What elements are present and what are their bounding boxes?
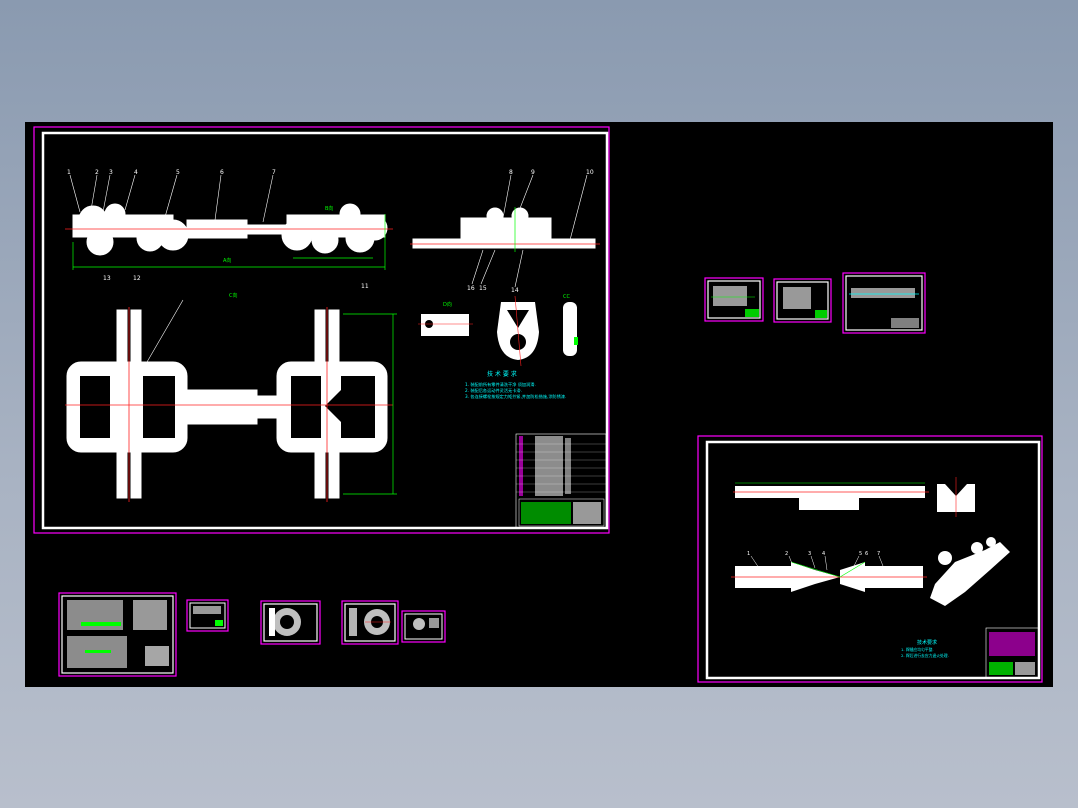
svg-text:1. 焊缝应均匀平整.: 1. 焊缝应均匀平整. [901,647,934,652]
svg-text:7: 7 [272,169,276,176]
svg-text:4: 4 [134,169,138,176]
beam-section [937,477,975,517]
svg-text:D向: D向 [443,301,452,308]
small-sheet-1[interactable] [704,277,764,322]
small-sheet-5[interactable] [186,599,229,632]
plan-view-cutouts [80,376,375,438]
svg-text:3. 各连接螺栓按规定力矩拧紧,并加防松措施,涂防锈漆.: 3. 各连接螺栓按规定力矩拧紧,并加防松措施,涂防锈漆. [465,393,566,400]
svg-text:2. 装配后各运动件灵活无卡滞.: 2. 装配后各运动件灵活无卡滞. [465,387,522,394]
svg-text:技 术 要 求: 技 术 要 求 [487,370,517,378]
beam-plan [735,562,923,592]
svg-text:10: 10 [586,169,594,176]
cad-drawing: 1 2 3 4 5 6 7 A向 B向 C向 13 12 11 [33,126,1043,683]
svg-text:3: 3 [109,169,113,176]
small-sheet-4[interactable] [58,592,177,677]
svg-text:4: 4 [822,551,825,557]
detail-view-d: D向 [418,301,473,336]
second-callouts: 1 2 3 4 5 6 7 [747,551,880,557]
detail-link-plate [497,295,539,367]
callouts-top: 1 2 3 4 5 6 7 [67,169,276,176]
side-view-dimensions [72,214,386,270]
svg-text:CC: CC [563,294,570,300]
svg-text:14: 14 [511,287,519,294]
svg-text:3: 3 [808,551,811,557]
detail-pin: CC [563,294,578,356]
view-label-c: C向 [229,292,238,299]
svg-text:5: 5 [859,551,862,557]
end-view-assembly [412,207,596,249]
svg-text:6: 6 [220,169,224,176]
second-technical-notes: 技术要求 1. 焊缝应均匀平整. 2. 焊后进行去应力退火处理. [901,639,949,658]
model-space-canvas[interactable]: 1 2 3 4 5 6 7 A向 B向 C向 13 12 11 [25,122,1053,687]
side-view-assembly [72,203,388,256]
leader-lines [69,174,274,223]
svg-text:7: 7 [877,551,880,557]
svg-text:15: 15 [479,285,487,292]
small-sheet-2[interactable] [773,278,832,323]
second-title-block [985,627,1040,679]
technical-notes: 技 术 要 求 1. 装配前所有零件清洗干净 须加润滑. 2. 装配后各运动件灵… [465,370,566,400]
svg-text:1: 1 [67,169,71,176]
main-drawing-sheet[interactable]: 1 2 3 4 5 6 7 A向 B向 C向 13 12 11 [33,126,610,534]
callouts-right: 8 9 10 16 15 14 [467,169,594,294]
svg-text:5: 5 [176,169,180,176]
second-drawing-sheet[interactable]: 1 2 3 4 5 6 7 技术要求 1. 焊缝应均匀平整. 2. 焊后进行去应… [697,435,1043,683]
svg-text:2. 焊后进行去应力退火处理.: 2. 焊后进行去应力退火处理. [901,653,949,658]
view-label-b: B向 [325,205,333,212]
svg-text:1: 1 [747,551,750,557]
svg-text:11: 11 [361,283,369,290]
svg-text:12: 12 [133,275,141,282]
svg-text:1. 装配前所有零件清洗干净 须加润滑.: 1. 装配前所有零件清洗干净 须加润滑. [465,381,536,388]
small-sheet-7[interactable] [341,600,399,645]
svg-text:技术要求: 技术要求 [917,639,937,646]
svg-text:13: 13 [103,275,111,282]
view-label-a: A向 [223,257,231,264]
svg-text:16: 16 [467,285,475,292]
plan-view-dimensions [343,313,397,495]
title-block [515,433,607,529]
svg-text:8: 8 [509,169,513,176]
svg-text:2: 2 [785,551,788,557]
svg-text:2: 2 [95,169,99,176]
callouts-bottom: 13 12 11 [103,275,369,290]
bracket-detail [930,537,1010,606]
small-sheet-8[interactable] [401,610,446,643]
beam-elevation [735,486,925,510]
small-sheet-6[interactable] [260,600,321,645]
svg-text:9: 9 [531,169,535,176]
small-sheet-3[interactable] [842,272,926,334]
svg-text:6: 6 [865,551,868,557]
